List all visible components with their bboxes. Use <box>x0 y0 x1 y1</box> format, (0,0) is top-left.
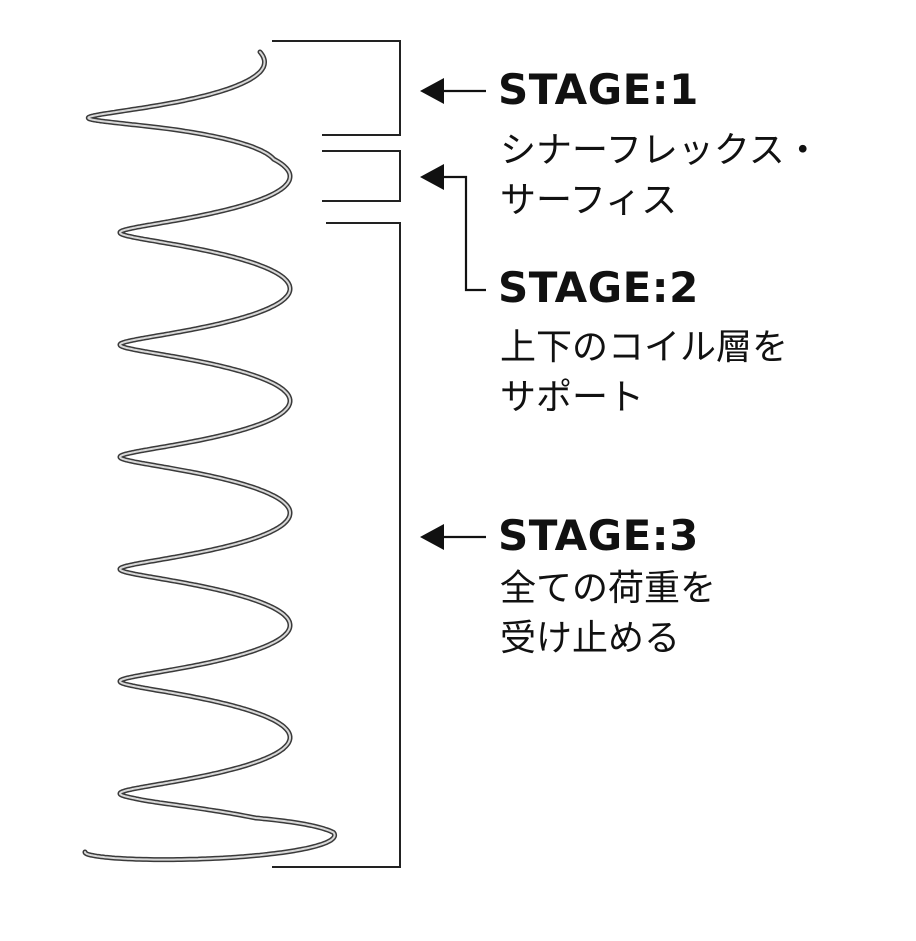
stage2-arrow <box>420 164 486 292</box>
stage2-desc-line1: 上下のコイル層を <box>500 327 789 368</box>
spring-wire-highlight <box>84 51 336 861</box>
stage2-bracket <box>322 150 401 202</box>
stage1-arrow <box>420 78 486 104</box>
stage2-title: STAGE:2 <box>498 263 699 312</box>
stage-brackets <box>272 40 401 868</box>
stage1-desc-line2: サーフィス <box>500 180 678 221</box>
stage1-bracket <box>272 40 401 136</box>
stage3-title: STAGE:3 <box>498 511 699 560</box>
stage-arrows <box>420 78 486 550</box>
stage1-description: シナーフレックス・ サーフィス <box>500 126 821 226</box>
stage3-description: 全ての荷重を 受け止める <box>500 564 716 664</box>
stage3-bracket <box>272 222 401 868</box>
stage3-desc-line1: 全ての荷重を <box>500 568 717 609</box>
stage2-description: 上下のコイル層を サポート <box>500 323 788 423</box>
stage1-desc-line1: シナーフレックス・ <box>500 130 821 171</box>
stage3-arrow <box>420 524 486 550</box>
stage1-title: STAGE:1 <box>498 65 699 114</box>
coil-spring-illustration <box>82 49 338 863</box>
stage2-desc-line2: サポート <box>500 377 645 418</box>
stage3-desc-line2: 受け止める <box>500 618 681 659</box>
